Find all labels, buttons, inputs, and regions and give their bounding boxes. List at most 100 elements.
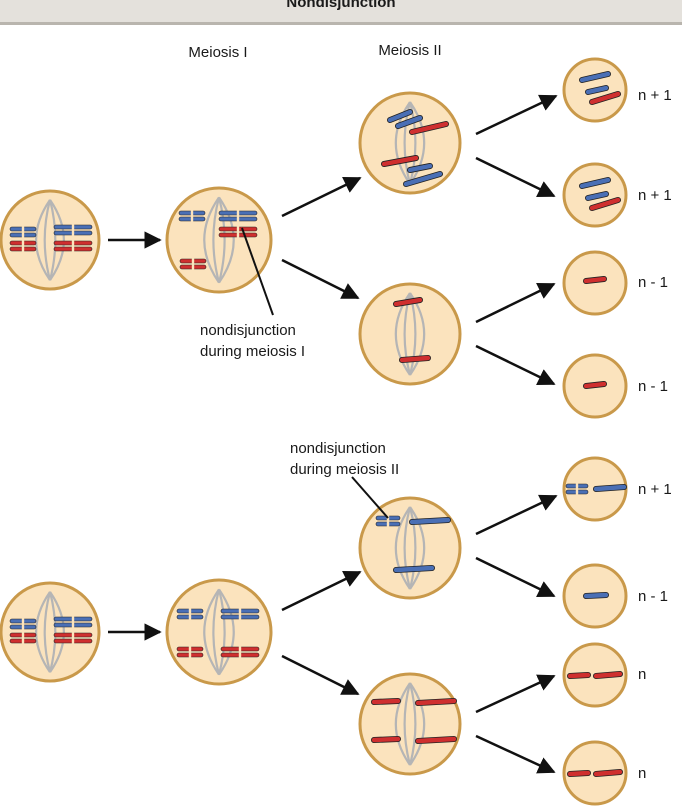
spindle-fiber xyxy=(409,101,426,185)
arrow-bottom-mi-to-mii-a xyxy=(281,570,362,612)
chromatid xyxy=(409,121,449,135)
spindle-fiber xyxy=(394,506,411,590)
spindle-fiber xyxy=(403,682,412,766)
annotation-ndj-1-line2: during meiosis I xyxy=(200,343,305,360)
chromosome-pair xyxy=(176,646,204,658)
chromatid xyxy=(415,698,457,706)
chromosome-pair xyxy=(178,210,206,222)
cell-top-meiosis-1 xyxy=(165,186,273,294)
arrow-top-gamete-1 xyxy=(475,94,558,136)
outcome-top-4: n - 1 xyxy=(638,378,668,395)
chromatid xyxy=(579,71,611,83)
chromosome-pair xyxy=(179,258,207,270)
chromatid xyxy=(567,672,591,679)
arrows xyxy=(108,94,558,774)
arrow-top-gamete-2 xyxy=(475,156,556,198)
cell-membrane xyxy=(165,578,273,686)
chromatid xyxy=(403,171,443,187)
cell-membrane xyxy=(358,282,462,386)
spindle-fiber xyxy=(403,506,412,590)
chromatid xyxy=(567,770,591,777)
chromatid xyxy=(589,91,621,105)
chromatid xyxy=(583,276,607,284)
spindle-fiber xyxy=(408,682,417,766)
label-meiosis-1: Meiosis I xyxy=(188,44,247,61)
arrow-top-gamete-3 xyxy=(475,282,556,324)
chromosome-pair xyxy=(220,608,260,620)
spindle-fiber xyxy=(394,682,411,766)
spindle-fiber xyxy=(212,197,221,283)
chromosome-pair xyxy=(9,618,37,630)
cell-bottom-meiosis-2a xyxy=(358,496,462,600)
cell-membrane xyxy=(0,189,101,291)
spindle-fiber xyxy=(408,506,417,590)
chromosome-pair xyxy=(53,632,93,644)
arrow-bottom-mi-to-mii-b xyxy=(281,654,360,696)
chromosome-pair xyxy=(218,226,258,238)
spindle-fiber xyxy=(203,588,220,676)
cell-bottom-parent xyxy=(0,581,101,683)
arrow-bottom-gamete-1 xyxy=(475,494,558,536)
outcome-bottom-1: n + 1 xyxy=(638,481,672,498)
cell-top-meiosis-2b xyxy=(358,282,462,386)
chromosome-pair xyxy=(218,210,258,222)
cell-membrane xyxy=(358,496,462,600)
spindle-fiber xyxy=(394,101,411,185)
spindle-fiber xyxy=(218,196,235,284)
spindle-fiber xyxy=(43,199,52,281)
chromatid xyxy=(395,115,423,129)
outcome-top-2: n + 1 xyxy=(638,187,672,204)
gamete-top-1 xyxy=(562,57,628,123)
spindle-fiber xyxy=(409,682,426,766)
chromatid xyxy=(589,197,621,211)
arrow-top-mi-to-mii-b xyxy=(281,258,360,300)
spindle-fiber xyxy=(48,199,57,281)
chromosome-pair xyxy=(53,240,93,252)
cell-bottom-meiosis-1 xyxy=(165,578,273,686)
cell-top-parent xyxy=(0,189,101,291)
cell-membrane xyxy=(358,91,462,195)
chromatid xyxy=(593,671,623,679)
arrow-bottom-gamete-3 xyxy=(475,674,556,714)
gamete-top-4 xyxy=(562,353,628,419)
chromatid xyxy=(409,517,451,525)
spindle-fiber xyxy=(35,591,51,673)
spindle-fiber xyxy=(212,589,221,675)
arrow-bottom-gamete-2 xyxy=(475,556,556,598)
chromosome-pair xyxy=(9,240,37,252)
chromosome-pair xyxy=(9,226,37,238)
arrow-bottom-gamete-4 xyxy=(475,734,556,774)
title-bar: Nondisjunction xyxy=(0,0,682,25)
cell-membrane xyxy=(165,186,273,294)
spindle-fiber xyxy=(217,589,226,675)
spindle-fiber xyxy=(49,199,65,281)
gamete-top-3 xyxy=(562,250,628,316)
chromatid xyxy=(585,85,609,95)
diagram-title: Nondisjunction xyxy=(286,0,396,11)
pointer-ndj-1 xyxy=(241,227,274,316)
chromosome-pair xyxy=(565,483,589,495)
gamete-top-2 xyxy=(562,162,628,228)
outcome-top-1: n + 1 xyxy=(638,87,672,104)
gamete-bottom-2 xyxy=(562,563,628,629)
cell-membrane xyxy=(358,672,462,776)
cell-membrane xyxy=(0,581,101,683)
outcome-bottom-4: n xyxy=(638,765,646,782)
chromatid xyxy=(393,565,435,573)
chromosome-pair xyxy=(53,224,93,236)
chromatid xyxy=(415,736,457,744)
cell-top-meiosis-2a xyxy=(358,91,462,195)
annotation-ndj-1-line1: nondisjunction xyxy=(200,322,296,339)
spindle-fiber xyxy=(43,591,52,673)
annotation-ndj-2-line1: nondisjunction xyxy=(290,440,386,457)
chromatid xyxy=(381,155,419,167)
spindle-fiber xyxy=(35,199,51,281)
gamete-bottom-3 xyxy=(562,642,628,708)
chromosome-pair xyxy=(9,632,37,644)
arrow-top-mi-to-mii-a xyxy=(281,176,362,218)
chromatid xyxy=(393,297,423,307)
cell-bottom-meiosis-2b xyxy=(358,672,462,776)
annotation-ndj-2-line2: during meiosis II xyxy=(290,461,399,478)
chromosome-pair xyxy=(53,616,93,628)
